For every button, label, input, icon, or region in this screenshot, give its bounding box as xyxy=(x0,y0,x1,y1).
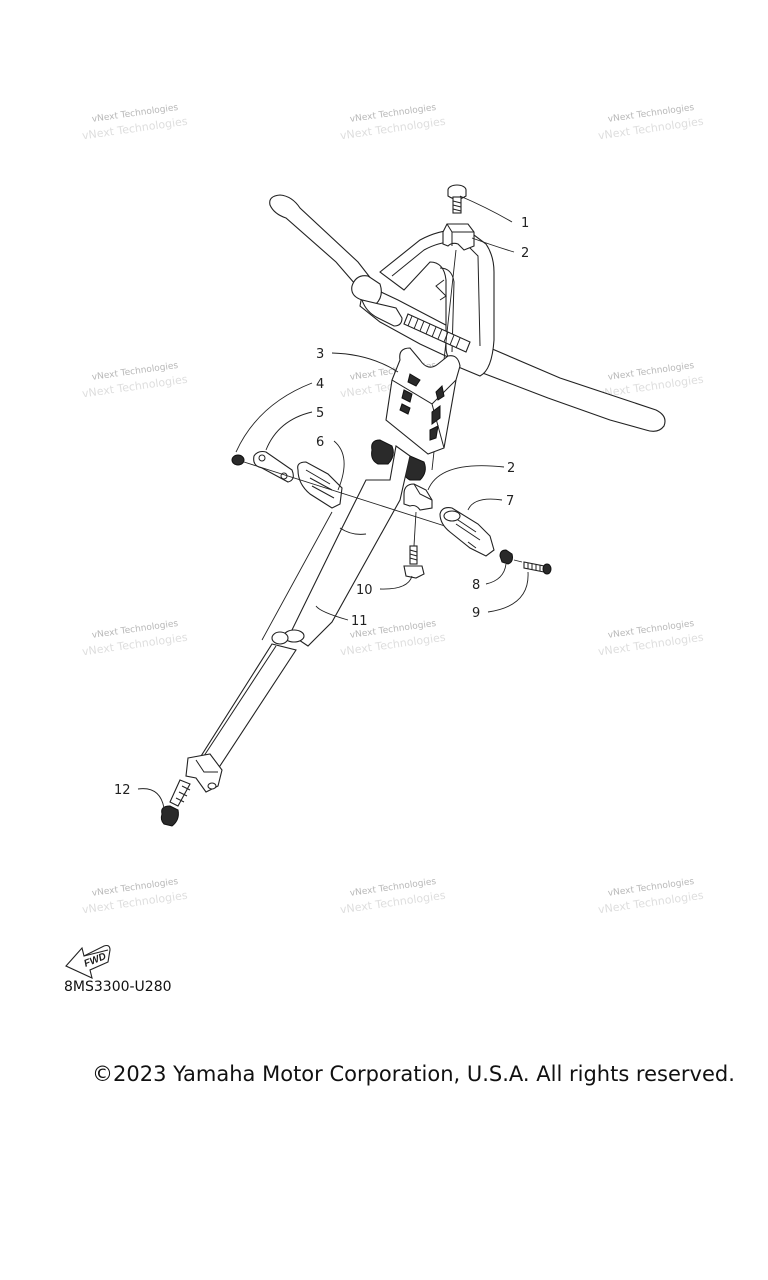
callout-7: 7 xyxy=(506,494,514,509)
callout-11: 11 xyxy=(351,614,368,629)
left-switch-assembly xyxy=(231,450,471,535)
callout-2-lower: 2 xyxy=(507,461,515,476)
callout-5: 5 xyxy=(316,406,324,421)
upper-clamp-assembly xyxy=(431,184,475,471)
steering-column xyxy=(160,439,426,827)
callout-3: 3 xyxy=(316,347,324,362)
callout-12: 12 xyxy=(114,783,131,798)
callout-10: 10 xyxy=(356,583,373,598)
callout-4: 4 xyxy=(316,377,324,392)
leader-lines xyxy=(137,195,529,809)
copyright-notice: ©2023 Yamaha Motor Corporation, U.S.A. A… xyxy=(92,1062,735,1086)
lower-clamp-assembly xyxy=(403,483,433,579)
diagram-code: 8MS3300-U280 xyxy=(64,979,172,995)
callout-1: 1 xyxy=(521,216,529,231)
callout-9: 9 xyxy=(472,606,480,621)
callout-6: 6 xyxy=(316,435,324,450)
fwd-arrow-icon: FWD xyxy=(65,944,111,979)
callout-8: 8 xyxy=(472,578,480,593)
right-switch-assembly xyxy=(439,507,552,575)
handlebar-riser xyxy=(385,347,461,455)
callout-2: 2 xyxy=(521,246,529,261)
callouts: 1 2 3 4 5 6 2 7 8 9 10 11 12 xyxy=(114,216,529,798)
handlebar xyxy=(269,194,666,432)
